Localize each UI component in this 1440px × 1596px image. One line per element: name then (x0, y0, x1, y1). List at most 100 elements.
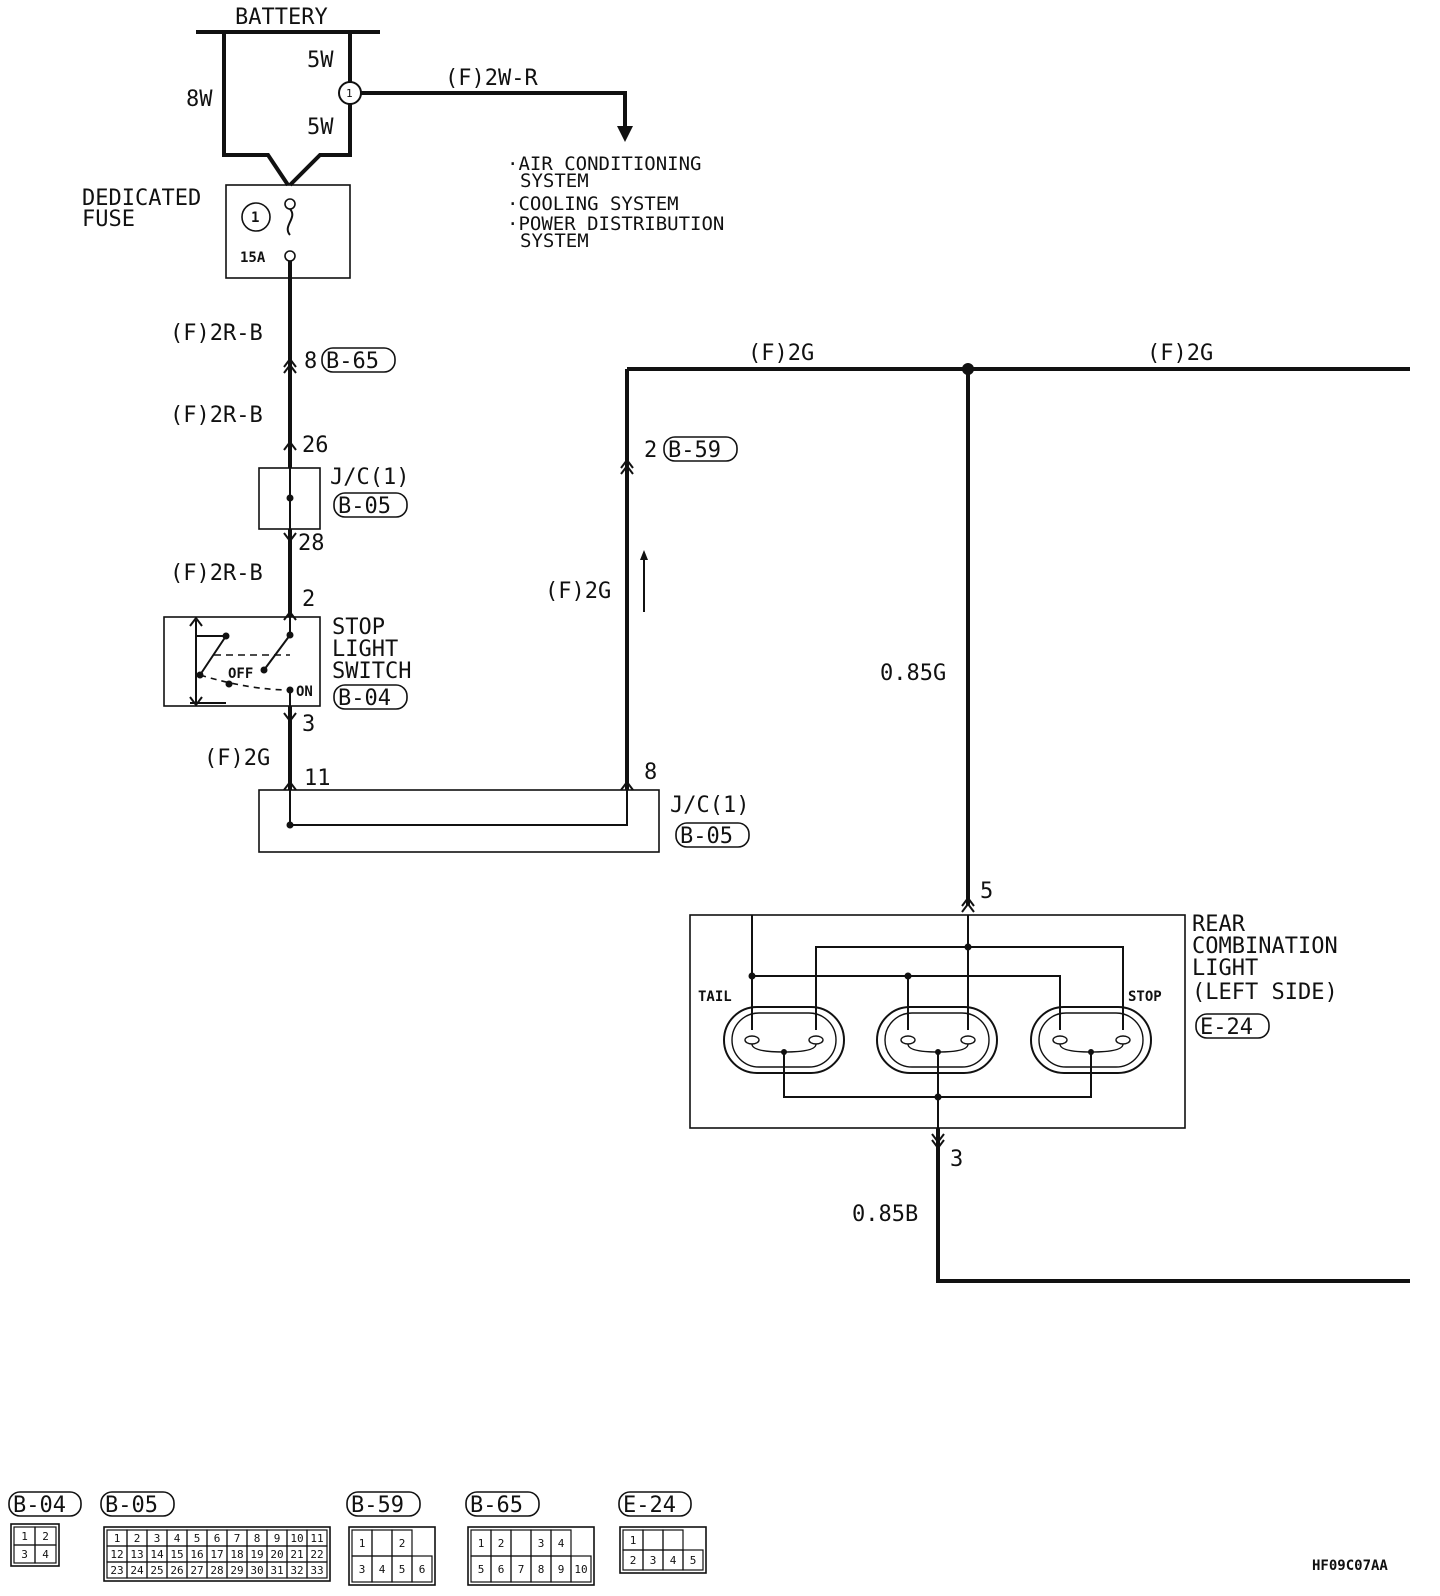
connector-b65-label: B-65 (326, 349, 379, 374)
stop-bus (815, 946, 1124, 1030)
connector-b05-tag-b (675, 822, 750, 848)
connector-b65-pin: 5 (478, 1563, 485, 1576)
ground-output: 3 0.85B (852, 1128, 1410, 1283)
jc-bottom-internal (289, 790, 628, 826)
wire-2rb-label-1: (F)2R-B (170, 321, 263, 346)
connector-e24-pin: 5 (690, 1554, 697, 1567)
connector-b05-pin: 12 (110, 1548, 123, 1561)
connector-b05-tag-a (333, 492, 408, 518)
wire-2wr-label: (F)2W-R (445, 66, 538, 91)
connector-e24-tag (1195, 1013, 1270, 1039)
connector-b59-cavity (371, 1529, 393, 1557)
connector-b65-pin: 9 (558, 1563, 565, 1576)
jc-node (286, 494, 294, 502)
pin-3b-symbol (931, 1133, 945, 1150)
pin-5-symbol (961, 896, 975, 913)
connector-b65-pin: 7 (518, 1563, 525, 1576)
diagram-code: HF09C07AA (1312, 1558, 1388, 1574)
dest-power-2: SYSTEM (520, 230, 589, 252)
connector-b05-pin: 14 (150, 1548, 164, 1561)
switch-on-label: ON (296, 684, 313, 700)
legend-b59-label: B-59 (351, 1493, 404, 1518)
connector-b59-symbol (620, 458, 634, 475)
pin-11-symbol (283, 780, 297, 791)
dest-power: ·POWER DISTRIBUTION (507, 213, 724, 235)
wire-2g-mid-label: (F)2G (545, 579, 611, 604)
connector-b04-pin: 3 (21, 1548, 28, 1561)
connector-b05-pin: 19 (250, 1548, 263, 1561)
connector-b05-pin: 28 (210, 1564, 223, 1577)
contact-e (260, 666, 268, 674)
connector-e24-cavity (642, 1529, 664, 1551)
connector-e24-pin: 1 (630, 1534, 637, 1547)
stop-label: STOP (1128, 989, 1162, 1005)
pin-3a-symbol (283, 712, 297, 723)
fuse-label-2: FUSE (82, 207, 135, 232)
legend-b04-tag (8, 1491, 82, 1517)
connector-b05-pin: 25 (150, 1564, 163, 1577)
connector-b65-tag (321, 347, 396, 373)
connector-b05-pin: 21 (290, 1548, 303, 1561)
connector-b59-pin: 3 (359, 1563, 366, 1576)
rcl-label-4: (LEFT SIDE) (1192, 980, 1338, 1005)
connector-b05-pin: 24 (130, 1564, 144, 1577)
pin-28-label: 28 (298, 531, 325, 556)
connector-b05-pin: 11 (310, 1532, 323, 1545)
connector-b05-pin: 18 (230, 1548, 243, 1561)
wire-5w-bottom-label: 5W (307, 115, 334, 140)
legend-b04-label: B-04 (13, 1493, 66, 1518)
tail-bus-right (908, 975, 1061, 1030)
connector-b05-housing (103, 1526, 331, 1582)
connector-e24-label: E-24 (1200, 1015, 1253, 1040)
dest-aircon-2: SYSTEM (520, 170, 589, 192)
plunger-arrows (189, 616, 203, 707)
connector-b05-pin: 2 (134, 1532, 141, 1545)
fuse-rating: 15A (240, 250, 266, 266)
jc-bottom-node (286, 821, 294, 829)
arrow-down-icon (617, 126, 633, 142)
pin-8b-label: 8 (644, 760, 657, 785)
connector-b05-pin: 6 (214, 1532, 221, 1545)
connector-b05-pin: 1 (114, 1532, 121, 1545)
connector-b59-pin: 1 (359, 1537, 366, 1550)
wire-2g-left-label: (F)2G (204, 746, 270, 771)
fuse-label-1: DEDICATED (82, 186, 201, 211)
connector-b05-pin: 29 (230, 1564, 243, 1577)
rcl-label-3: LIGHT (1192, 956, 1258, 981)
connector-b59-pin: 2 (399, 1537, 406, 1550)
wire-8w-label: 8W (186, 87, 213, 112)
switch-label-1: STOP (332, 615, 385, 640)
pin-5-label: 5 (980, 879, 993, 904)
connector-b05-pin: 10 (290, 1532, 303, 1545)
connector-b59-pin: 4 (379, 1563, 386, 1576)
connector-b05-cavity (306, 1561, 328, 1579)
fuse-number-circle (241, 202, 271, 232)
connector-e24-pin: 2 (630, 1554, 637, 1567)
wire-2rb-label-2: (F)2R-B (170, 403, 263, 428)
connector-b59-housing (348, 1526, 436, 1586)
connector-b65-pin: 2 (498, 1537, 505, 1550)
connector-b65-cavity (510, 1529, 532, 1557)
top-bus: (F)2G (F)2G 0.85G 5 (627, 341, 1410, 913)
connector-b59-cavity (411, 1555, 433, 1583)
wire-085b (936, 1128, 1410, 1283)
wire-8w (222, 32, 290, 187)
connector-b05-label-b: B-05 (680, 824, 733, 849)
connector-b65-pin: 8 (538, 1563, 545, 1576)
connector-b05-pin: 7 (234, 1532, 241, 1545)
connector-b59-tag (663, 436, 738, 462)
fuse-terminal-top (284, 198, 296, 210)
pin-26-label: 26 (302, 433, 329, 458)
pin-11-label: 11 (304, 766, 331, 791)
rcl-label-2: COMBINATION (1192, 934, 1338, 959)
connector-b59-pin: 5 (399, 1563, 406, 1576)
connector-b05-pin: 3 (154, 1532, 161, 1545)
connector-b05-pin: 22 (310, 1548, 323, 1561)
battery-section: BATTERY 8W 5W 5W 1 (F)2W-R ·AIR CONDITIO… (186, 5, 724, 252)
dedicated-fuse: DEDICATED FUSE 1 15A (82, 184, 351, 279)
